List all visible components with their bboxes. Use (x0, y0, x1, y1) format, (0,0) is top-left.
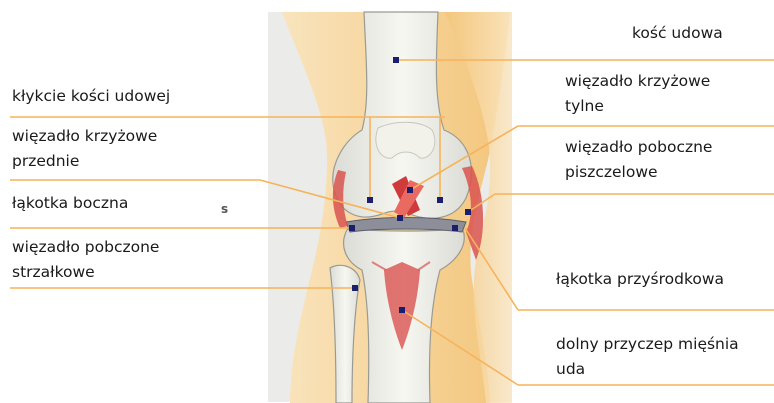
label-fibular-collateral-line1: więzadło pobczone (12, 235, 159, 259)
label-thigh-muscle-line1: dolny przyczep mięśnia (556, 332, 739, 356)
side-mark: s (221, 202, 228, 216)
label-thigh-muscle-line2: uda (556, 357, 585, 381)
label-femoral-condyles: kłykcie kości udowej (12, 84, 170, 108)
label-tibial-collateral-line1: więzadło poboczne (565, 135, 712, 159)
label-femur: kość udowa (632, 21, 723, 45)
label-posterior-cruciate-line2: tylne (565, 94, 604, 118)
label-tibial-collateral-line2: piszczelowe (565, 160, 658, 184)
label-lateral-meniscus: łąkotka boczna (12, 191, 128, 215)
label-posterior-cruciate-line1: więzadło krzyżowe (565, 69, 710, 93)
label-fibular-collateral-line2: strzałkowe (12, 260, 95, 284)
label-medial-meniscus: łąkotka przyśrodkowa (556, 267, 724, 291)
label-anterior-cruciate-line2: przednie (12, 149, 79, 173)
label-anterior-cruciate-line1: więzadło krzyżowe (12, 124, 157, 148)
